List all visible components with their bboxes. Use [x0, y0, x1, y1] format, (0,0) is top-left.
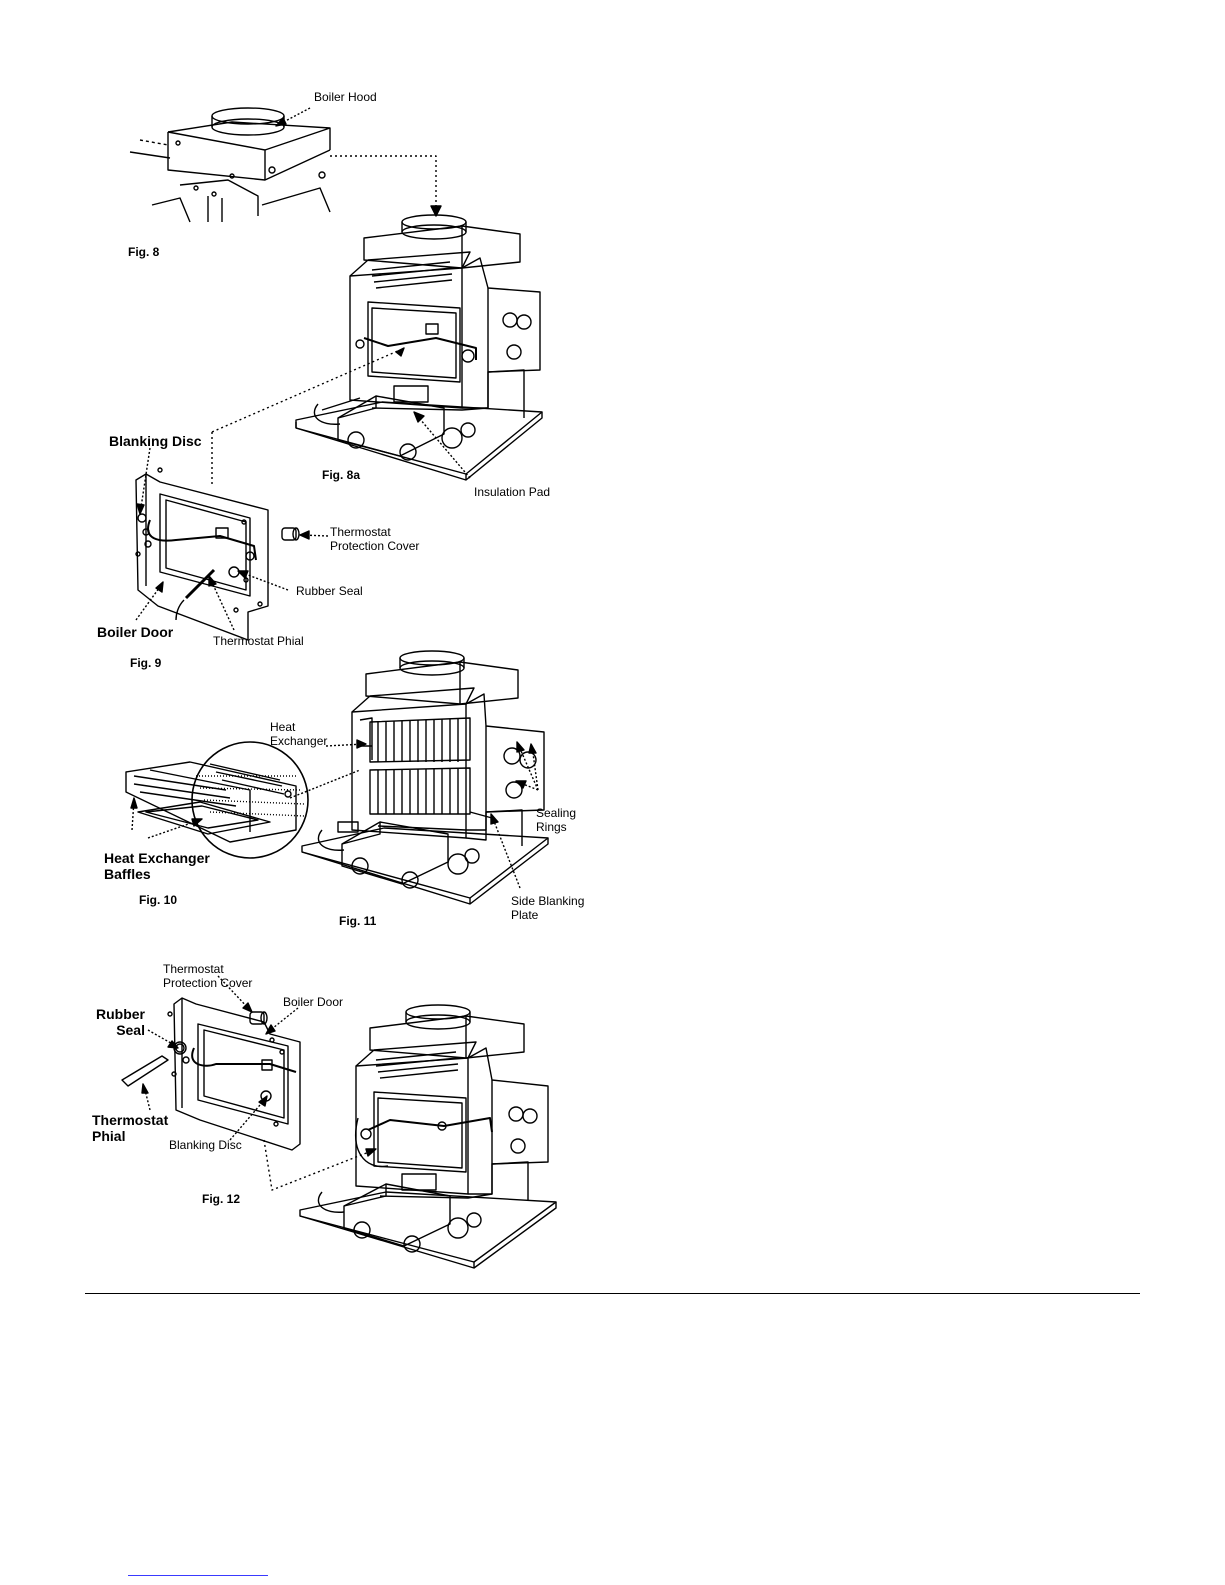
label-boiler-hood: Boiler Hood	[314, 90, 377, 104]
caption-fig-9: Fig. 9	[130, 656, 162, 670]
fig12-door-drawing	[121, 997, 301, 1151]
label-thermostat-phial-fig9: Thermostat Phial	[213, 634, 304, 648]
label-heat-exchanger-baffles: Heat Exchanger Baffles	[104, 850, 210, 882]
caption-fig-11: Fig. 11	[339, 914, 377, 928]
hood-connector-line	[330, 155, 437, 212]
label-blanking-disc-fig12: Blanking Disc	[169, 1138, 242, 1152]
label-rubber-seal-fig9: Rubber Seal	[296, 584, 363, 598]
fig8a-boiler-drawing	[295, 214, 543, 481]
fig12-boiler-drawing	[299, 1004, 557, 1269]
caption-fig-10: Fig. 10	[139, 893, 178, 907]
label-side-blanking-plate: Side Blanking Plate	[511, 894, 585, 922]
footer-link-underline	[128, 1575, 268, 1576]
fig8-hood-drawing	[129, 107, 331, 223]
fig9-door-drawing	[135, 467, 300, 641]
label-blanking-disc-fig9: Blanking Disc	[109, 433, 202, 449]
label-heat-exchanger: Heat Exchanger	[270, 720, 328, 748]
fig11-boiler-drawing	[301, 650, 549, 905]
label-rubber-seal-fig12: Rubber Seal	[96, 1006, 145, 1038]
label-boiler-door-fig9: Boiler Door	[97, 624, 174, 640]
caption-fig-12: Fig. 12	[202, 1192, 241, 1206]
caption-fig-8a: Fig. 8a	[322, 468, 361, 482]
label-insulation-pad: Insulation Pad	[474, 485, 551, 499]
arrow-head-icon	[430, 205, 442, 217]
label-sealing-rings: Sealing Rings	[536, 806, 577, 834]
label-thermostat-phial-fig12: Thermostat Phial	[92, 1112, 169, 1144]
label-boiler-door-fig12: Boiler Door	[283, 995, 344, 1009]
label-thermostat-protection-cover-fig12: Thermostat Protection Cover	[163, 962, 253, 990]
page-divider	[85, 1293, 1140, 1294]
label-thermostat-protection-cover-fig9: Thermostat Protection Cover	[330, 525, 420, 553]
caption-fig-8: Fig. 8	[128, 245, 160, 259]
fig10-baffles-drawing	[125, 741, 309, 859]
